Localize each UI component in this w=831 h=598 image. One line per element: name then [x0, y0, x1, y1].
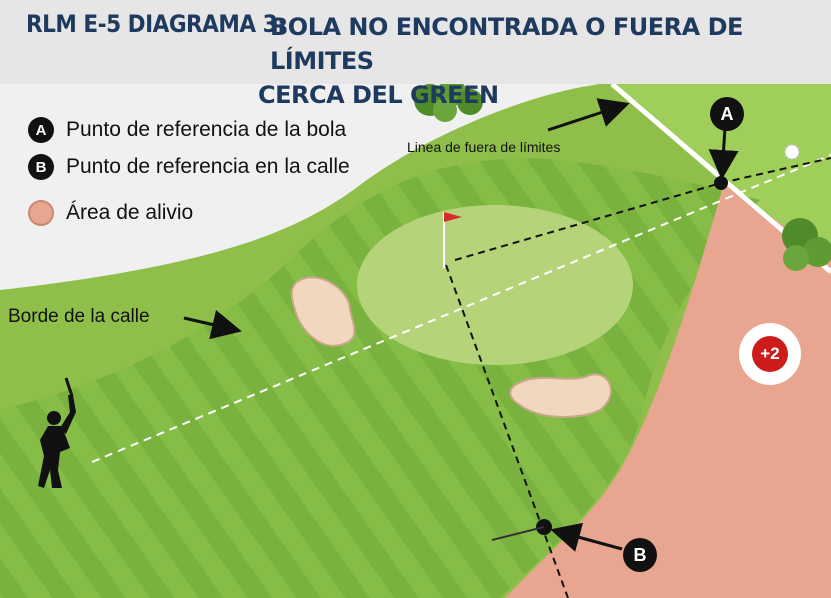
- legend-label-b: Punto de referencia en la calle: [66, 155, 350, 178]
- ball-icon: [784, 144, 800, 160]
- putting-green: [357, 205, 633, 365]
- reference-line-a-extension: [720, 157, 831, 184]
- reference-line-golfer-to-a: [91, 154, 831, 463]
- penalty-badge: +2: [739, 323, 801, 385]
- tree-icon: [782, 218, 831, 271]
- flag-icon: [443, 212, 462, 268]
- tree-icon: [414, 78, 483, 122]
- relief-area: [505, 180, 831, 598]
- reference-point-a: [714, 176, 728, 190]
- arrow-marker-b: [550, 522, 623, 552]
- out-of-bounds-label: Linea de fuera de límites: [407, 139, 561, 155]
- legend-label-relief: Área de alivio: [66, 201, 194, 224]
- legend-item-b: B Punto de referencia en la calle: [28, 154, 350, 180]
- diagram-title-line-2: CERCA DEL GREEN: [258, 81, 499, 109]
- diagram-title: BOLA NO ENCONTRADA O FUERA DE LÍMITES CE…: [258, 10, 831, 112]
- legend-label-a: Punto de referencia de la bola: [66, 118, 347, 141]
- reference-line-flag-to-a: [454, 182, 722, 261]
- legend-item-relief: Área de alivio: [28, 200, 193, 226]
- golfer-icon: [38, 377, 76, 488]
- arrow-marker-a: [708, 127, 739, 180]
- club-measure: [491, 526, 545, 541]
- bunker-right: [509, 373, 612, 418]
- white-area: [0, 84, 600, 290]
- marker-b: B: [623, 538, 657, 572]
- fairway-edge-label: Borde de la calle: [8, 306, 150, 327]
- marker-a: A: [710, 97, 744, 131]
- arrow-out-of-bounds: [547, 98, 630, 132]
- diagram-prefix: RLM E-5 DIAGRAMA 3:: [26, 10, 286, 38]
- title-bar: [0, 0, 831, 84]
- penalty-value: +2: [752, 336, 788, 372]
- diagram-title-line-1: BOLA NO ENCONTRADA O FUERA DE LÍMITES: [270, 13, 743, 75]
- marker-a-icon: A: [28, 117, 54, 143]
- legend-item-a: A Punto de referencia de la bola: [28, 117, 346, 143]
- bunker-left: [290, 276, 356, 347]
- marker-b-icon: B: [28, 154, 54, 180]
- relief-area-swatch: [28, 200, 54, 226]
- arrow-fairway-edge: [183, 309, 242, 340]
